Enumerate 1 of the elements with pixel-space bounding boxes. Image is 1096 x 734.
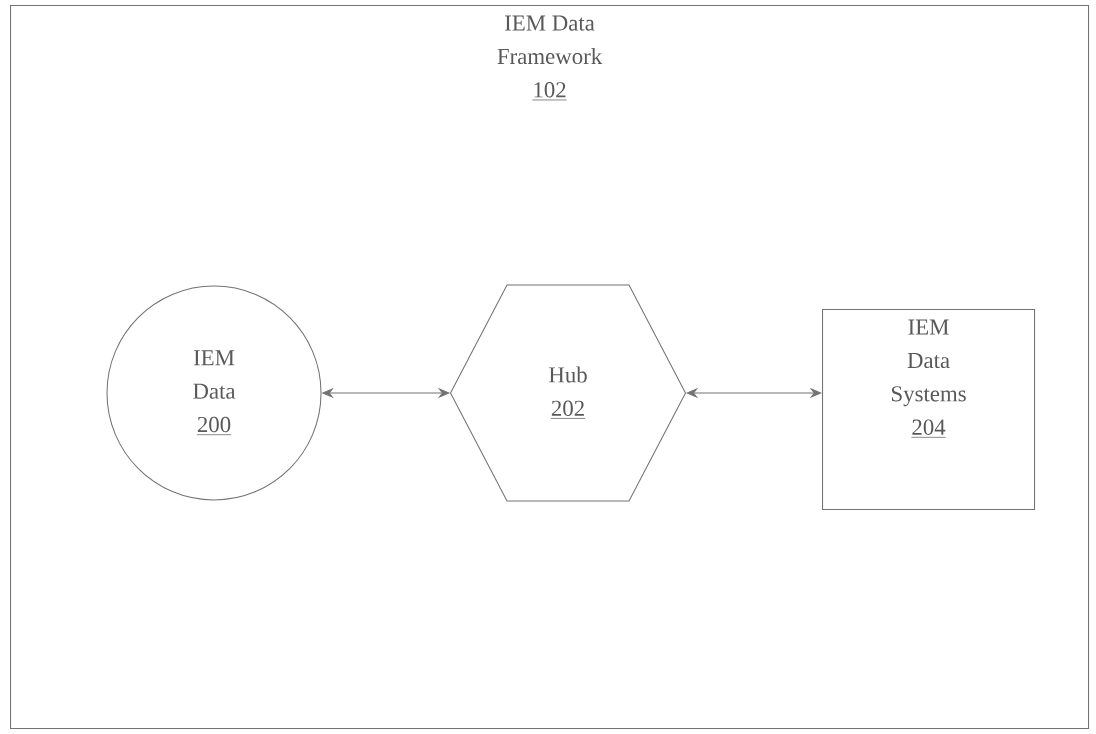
system-box: IEM Data Systems 204	[822, 309, 1036, 511]
